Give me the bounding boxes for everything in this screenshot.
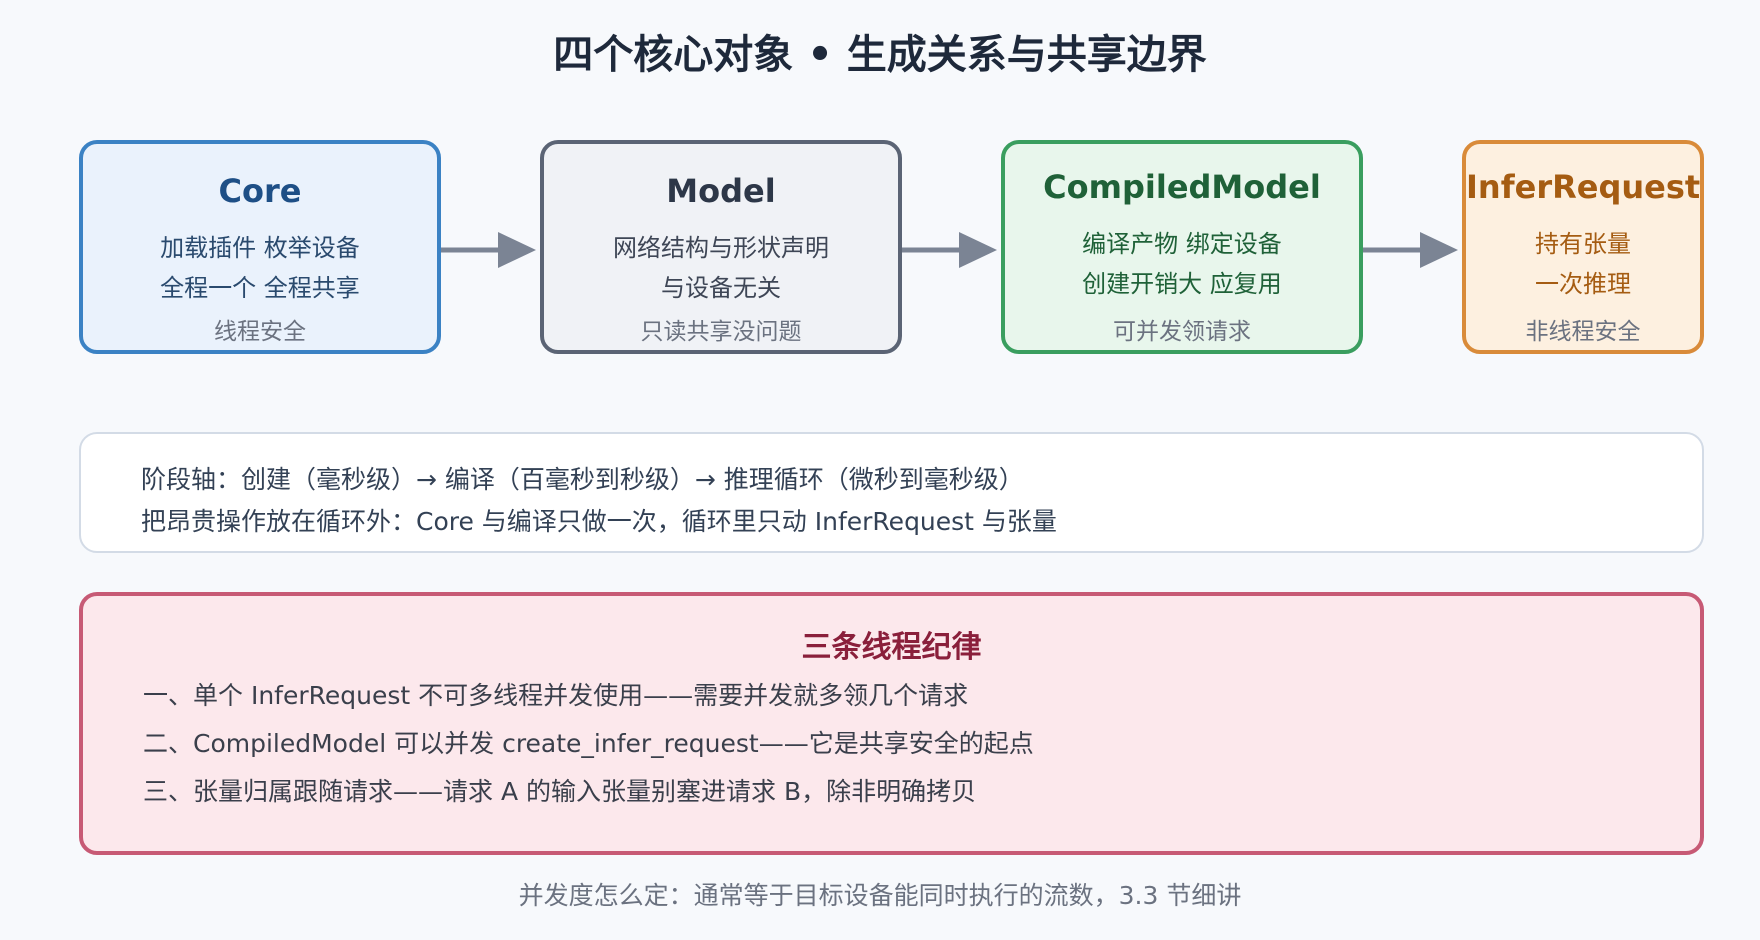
phase-axis-line: 阶段轴：创建（毫秒级）→ 编译（百毫秒到秒级）→ 推理循环（微秒到毫秒级）: [141, 465, 1024, 494]
thread-rule-3: 三、张量归属跟随请求——请求 A 的输入张量别塞进请求 B，除非明确拷贝: [143, 777, 977, 806]
model-line-2: 与设备无关: [661, 274, 781, 302]
core-name: Core: [218, 172, 302, 210]
arrow-compiled-to-infer: [1363, 232, 1458, 268]
phase-axis-box: 阶段轴：创建（毫秒级）→ 编译（百毫秒到秒级）→ 推理循环（微秒到毫秒级） 把昂…: [79, 432, 1704, 553]
model-line-1: 网络结构与形状声明: [613, 234, 829, 262]
compiled-model-line-2: 创建开销大 应复用: [1082, 270, 1282, 298]
model-box: Model 网络结构与形状声明 与设备无关 只读共享没问题: [540, 140, 902, 354]
compiled-model-name: CompiledModel: [1043, 168, 1321, 206]
infer-request-line-1: 持有张量: [1535, 230, 1631, 258]
infer-request-box: InferRequest 持有张量 一次推理 非线程安全: [1462, 140, 1704, 354]
model-note: 只读共享没问题: [640, 319, 802, 345]
phase-advice-line: 把昂贵操作放在循环外：Core 与编译只做一次，循环里只动 InferReque…: [141, 507, 1057, 536]
infer-request-line-2: 一次推理: [1535, 270, 1631, 298]
compiled-model-note: 可并发领请求: [1113, 319, 1251, 345]
core-line-1: 加载插件 枚举设备: [160, 234, 360, 262]
compiled-model-line-1: 编译产物 绑定设备: [1082, 230, 1282, 258]
diagram-title: 四个核心对象 • 生成关系与共享边界: [553, 32, 1207, 78]
core-line-2: 全程一个 全程共享: [160, 274, 360, 302]
infer-request-name: InferRequest: [1466, 168, 1701, 206]
arrow-core-to-model: [441, 232, 536, 268]
model-name: Model: [666, 172, 776, 210]
thread-rules-box: 三条线程纪律 一、单个 InferRequest 不可多线程并发使用——需要并发…: [79, 592, 1704, 855]
core-box: Core 加载插件 枚举设备 全程一个 全程共享 线程安全: [79, 140, 441, 354]
footer-note: 并发度怎么定：通常等于目标设备能同时执行的流数，3.3 节细讲: [518, 881, 1242, 910]
thread-rule-1: 一、单个 InferRequest 不可多线程并发使用——需要并发就多领几个请求: [143, 681, 969, 710]
compiled-model-box: CompiledModel 编译产物 绑定设备 创建开销大 应复用 可并发领请求: [1001, 140, 1363, 354]
thread-rules-title: 三条线程纪律: [801, 630, 982, 665]
thread-rule-2: 二、CompiledModel 可以并发 create_infer_reques…: [143, 729, 1034, 758]
arrow-model-to-compiled: [902, 232, 997, 268]
infer-request-note: 非线程安全: [1525, 319, 1641, 345]
core-note: 线程安全: [214, 319, 306, 345]
